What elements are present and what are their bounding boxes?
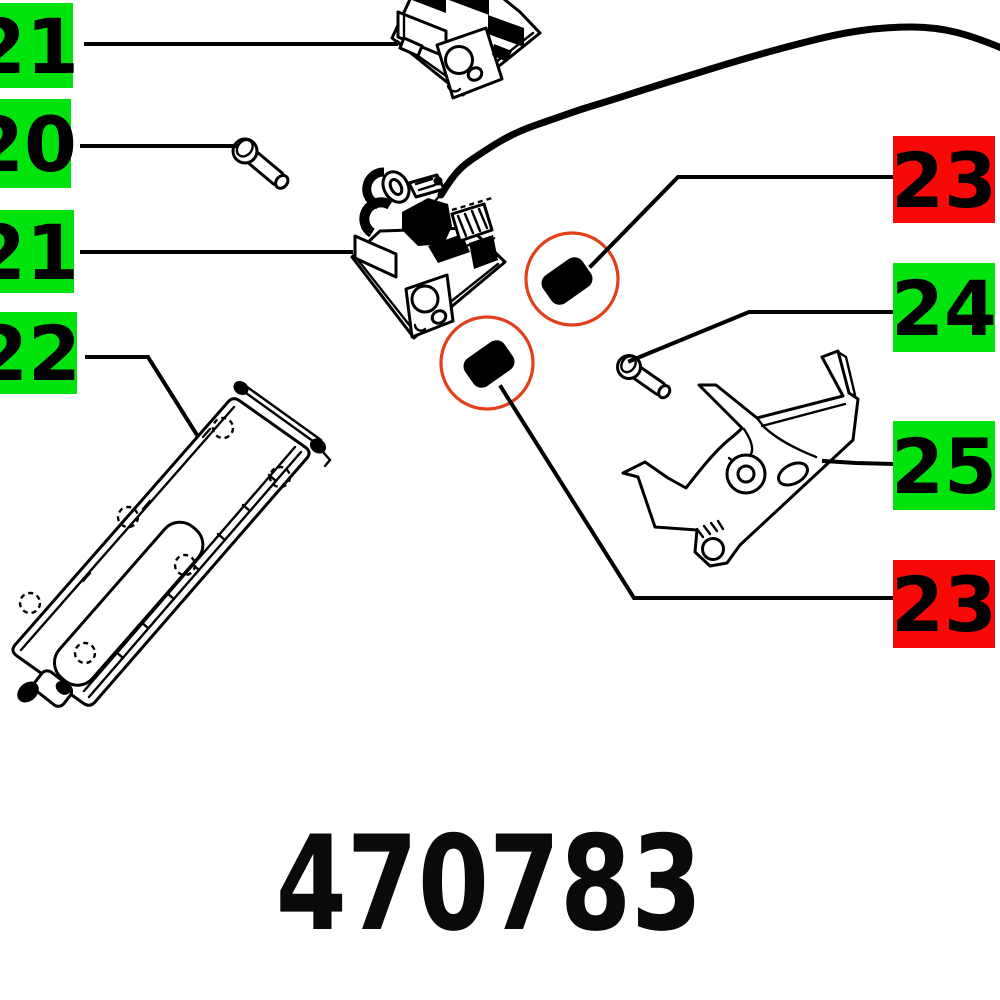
leader-23-top (588, 175, 895, 269)
plate-corner-feet (17, 669, 74, 708)
bracket-lug-hole (701, 537, 725, 561)
part-carbon-brush-upper (541, 257, 593, 305)
callout-23-bottom: 23 (891, 560, 997, 649)
upper-block-hole (444, 45, 474, 75)
callout-box (893, 136, 995, 223)
lower-block-hole (410, 284, 440, 314)
leader-22 (85, 355, 200, 438)
leader-25 (821, 458, 896, 467)
plate-holes (18, 416, 292, 665)
callout-label: 23 (891, 136, 997, 225)
part-cover-plate (11, 380, 332, 708)
callout-25: 25 (891, 421, 997, 511)
callout-label: 20 (0, 100, 77, 189)
part-screw-20 (231, 137, 290, 190)
callout-box (0, 312, 77, 394)
callout-box (893, 263, 995, 352)
callout-21-top: 21 (0, 2, 79, 91)
callout-box (0, 99, 71, 188)
callout-label: 21 (0, 2, 79, 91)
callout-label: 25 (891, 422, 997, 511)
highlight-circle-upper (524, 231, 620, 327)
part-switch-assembly-lower (350, 167, 507, 340)
callout-label: 21 (0, 208, 79, 297)
callout-box (0, 3, 73, 88)
leader-24 (627, 310, 895, 364)
callout-22: 22 (0, 309, 81, 398)
plate-edge-rod (233, 380, 332, 468)
callout-label: 24 (891, 264, 997, 353)
leader-lines (80, 42, 896, 600)
part-number: 470783 (276, 807, 703, 960)
cord-terminal (433, 176, 443, 186)
spring-block (450, 202, 494, 243)
lower-block-left-face (353, 234, 398, 279)
callout-box (893, 560, 995, 648)
part-carbon-brush-lower (463, 340, 515, 388)
bracket-oval-hole (777, 461, 809, 487)
callout-label: 22 (0, 309, 81, 398)
callout-box (0, 210, 74, 293)
part-switch-block-upper (390, 0, 542, 100)
part-bracket (621, 349, 860, 568)
callout-20: 20 (0, 99, 77, 189)
highlight-circle-lower (439, 315, 535, 411)
callout-box (893, 421, 995, 510)
leader-23-bottom (498, 384, 895, 600)
callout-24: 24 (891, 263, 997, 353)
upper-block-black-cap (488, 15, 524, 47)
part-screw-24 (616, 354, 672, 400)
callout-23-top: 23 (891, 136, 997, 225)
callout-21-mid: 21 (0, 208, 79, 297)
callout-label: 23 (891, 560, 997, 649)
plate-slot (52, 520, 205, 687)
switch-mechanism-cluster (359, 167, 498, 269)
bracket-bushing-hole (736, 464, 756, 484)
